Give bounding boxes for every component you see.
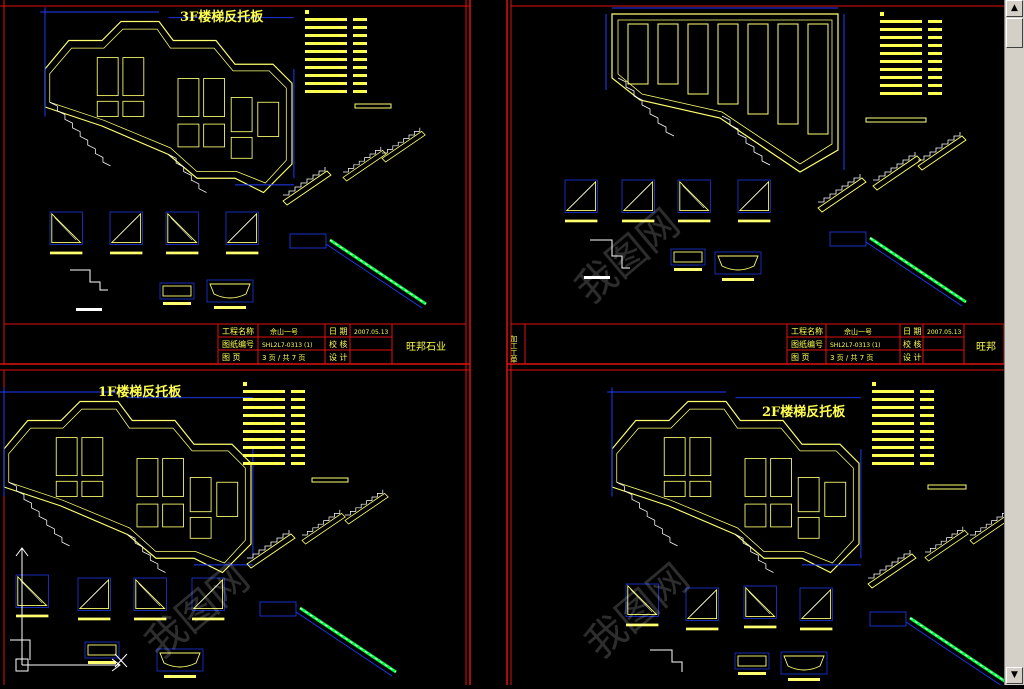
tb2-company: 旺邦 <box>976 340 996 353</box>
tb-side-tab: 加工工单 <box>510 334 518 364</box>
title-block-top-right <box>510 323 1005 365</box>
svg-text:我图网: 我图网 <box>137 555 258 667</box>
tb2-label-drawing-no: 图纸编号 <box>791 339 823 349</box>
triangle-up-icon[interactable]: ▲ <box>1006 0 1023 17</box>
tb2-design-label: 设 计 <box>903 352 922 362</box>
panel-top-right-drawing <box>564 7 968 308</box>
tb-company: 旺邦石业 <box>406 340 446 353</box>
panel-2f-drawing <box>606 382 1014 688</box>
panel-3f-title: 3F楼梯反托板 <box>180 9 264 25</box>
svg-text:我图网: 我图网 <box>577 555 698 667</box>
svg-text:我图网: 我图网 <box>567 200 688 312</box>
panel-1f-title: 1F楼梯反托板 <box>98 384 182 400</box>
tb2-label-project: 工程名称 <box>791 326 823 336</box>
tb-design-label: 设 计 <box>329 352 348 362</box>
tb2-project: 佘山一号 <box>844 327 872 336</box>
tb2-label-sheet: 图 页 <box>791 353 810 362</box>
panel-3f-drawing <box>39 6 428 311</box>
vertical-scrollbar[interactable]: ▲ ▼ <box>1004 0 1024 685</box>
scroll-thumb[interactable] <box>1006 18 1023 48</box>
tb-project: 佘山一号 <box>270 327 298 336</box>
triangle-down-icon[interactable]: ▼ <box>1006 667 1023 684</box>
tb-sheet-no: 3 页 / 共 7 页 <box>262 353 305 362</box>
tb2-date: 2007.05.13 <box>927 329 962 336</box>
tb-label-drawing-no: 图纸编号 <box>222 339 254 349</box>
tb-date: 2007.05.13 <box>354 329 389 336</box>
tb-date-label: 日 期 <box>329 327 348 336</box>
tb2-check-label: 校 核 <box>903 339 922 349</box>
title-block-top-left <box>3 323 467 365</box>
tb-label-sheet: 图 页 <box>222 353 241 362</box>
tb-check-label: 校 核 <box>329 339 348 349</box>
ucs-axis-icon <box>10 547 128 672</box>
tb2-date-label: 日 期 <box>903 327 922 336</box>
tb2-sheet-no: 3 页 / 共 7 页 <box>830 353 873 362</box>
panel-1f-drawing <box>0 382 398 679</box>
tb-drawing-no: SHL2L7-0313 (1) <box>262 342 312 349</box>
panel-2f-title: 2F楼梯反托板 <box>762 404 846 420</box>
watermark: 我图网 我图网 我图网 <box>137 200 698 667</box>
tb-label-project: 工程名称 <box>222 326 254 336</box>
tb2-drawing-no: SHL2L7-0313 (1) <box>830 342 880 349</box>
